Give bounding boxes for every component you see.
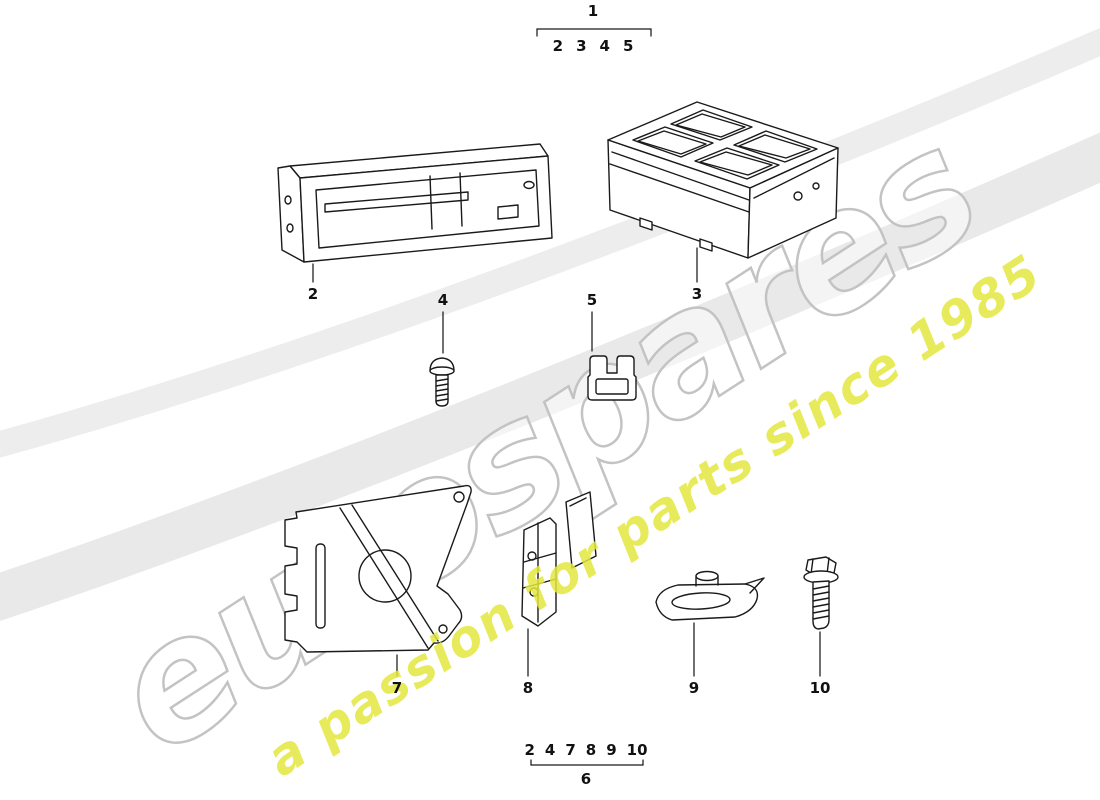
assembly-top-item: 5 — [622, 37, 634, 55]
part-label-3: 3 — [691, 285, 703, 303]
assembly-number-bottom: 6 — [580, 770, 592, 788]
assembly-bottom-item: 9 — [606, 741, 617, 759]
swoosh-band-upper — [0, 28, 1100, 458]
part-4-screw-drawing — [429, 357, 455, 407]
swoosh-band-lower — [0, 132, 1100, 621]
assembly-bracket-bottom — [530, 759, 644, 766]
background-swoosh — [0, 28, 1100, 621]
assembly-part-list-bottom: 2 4 7 8 9 10 — [506, 741, 666, 759]
part-3-magazine-drawing — [607, 101, 839, 259]
assembly-part-list-top: 2 3 4 5 — [533, 37, 653, 55]
part-label-9: 9 — [688, 679, 700, 697]
assembly-number-top: 1 — [587, 2, 599, 20]
leader-lines — [312, 247, 821, 677]
part-5-clip-drawing — [587, 355, 637, 401]
assembly-bottom-item: 4 — [544, 741, 556, 759]
part-label-8: 8 — [522, 679, 534, 697]
assembly-top-item: 4 — [599, 37, 610, 55]
part-label-5: 5 — [586, 291, 598, 309]
part-2-cd-changer-drawing — [277, 143, 553, 263]
assembly-bracket-top — [536, 28, 652, 37]
assembly-bottom-item: 2 — [524, 741, 535, 759]
assembly-top-item: 3 — [576, 37, 587, 55]
part-label-4: 4 — [437, 291, 449, 309]
assembly-bottom-item: 10 — [626, 741, 648, 759]
assembly-top-item: 2 — [552, 37, 564, 55]
part-10-bolt-drawing — [803, 556, 839, 630]
part-8-support-drawing — [521, 491, 597, 627]
part-label-7: 7 — [391, 679, 403, 697]
part-9-speed-nut-drawing — [655, 570, 765, 621]
part-7-bracket-drawing — [284, 484, 472, 653]
assembly-bottom-item: 7 — [565, 741, 576, 759]
part-label-2: 2 — [307, 285, 319, 303]
part-label-10: 10 — [809, 679, 831, 697]
assembly-bottom-item: 8 — [585, 741, 597, 759]
